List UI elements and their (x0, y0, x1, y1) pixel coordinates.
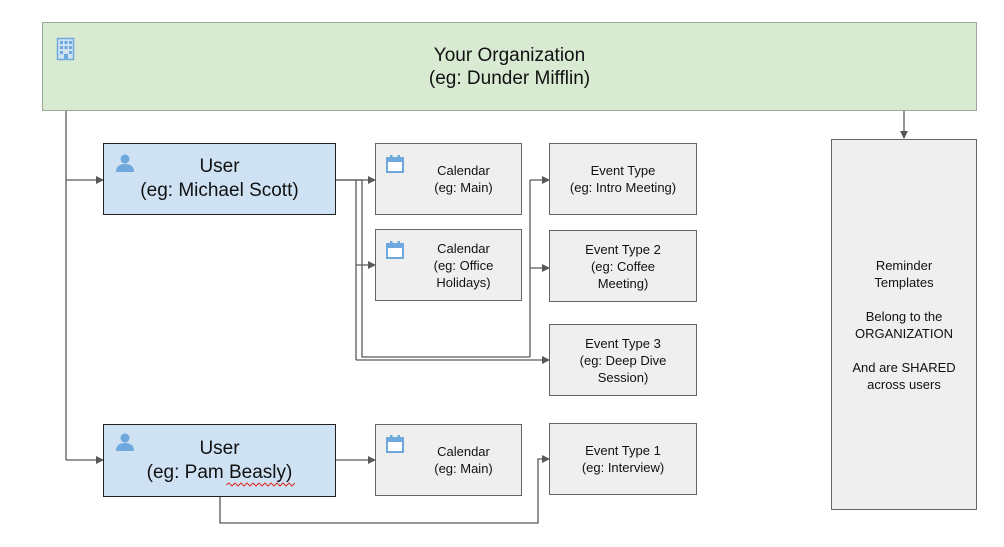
event-type-example: (eg: Intro Meeting) (569, 180, 677, 195)
organization-box: Your Organization (eg: Dunder Mifflin) (42, 22, 977, 111)
reminder-templates-box: Reminder Templates Belong to the ORGANIZ… (831, 139, 977, 510)
event-type-example: (eg: Interview) (581, 460, 665, 475)
event-type-example-line-2: Session) (597, 369, 649, 385)
calendar-example: (eg: Main) (434, 461, 493, 476)
calendar-icon (386, 435, 404, 453)
event-type-title: Event Type 3 (585, 335, 661, 351)
building-icon (56, 37, 75, 61)
event-type-example-line-1: (eg: Coffee (590, 258, 656, 274)
calendar-box-3: Calendar (eg: Main) (375, 424, 522, 496)
event-type-example-line-1: (eg: Deep Dive (579, 352, 667, 368)
event-type-title: Event Type 1 (585, 443, 661, 458)
event-type-title: Event Type 2 (585, 241, 661, 257)
user-title: User (199, 437, 240, 459)
person-icon (116, 154, 134, 172)
event-type-3-box: Event Type 3 (eg: Deep Dive Session) (549, 324, 697, 396)
event-type-1-box: Event Type 1 (eg: Interview) (549, 423, 697, 495)
connector-user2-to-event-type-1 (219, 455, 550, 524)
event-type-title: Event Type (590, 163, 656, 178)
organization-title: Your Organization (433, 44, 586, 66)
event-type-box: Event Type (eg: Intro Meeting) (549, 143, 697, 215)
calendar-icon (386, 241, 404, 259)
event-type-example-line-2: Meeting) (597, 275, 649, 291)
reminder-line-5: And are SHARED (852, 359, 956, 375)
organization-example: (eg: Dunder Mifflin) (428, 67, 591, 89)
user-box-1: User (eg: Michael Scott) (103, 143, 336, 215)
calendar-box-2: Calendar (eg: Office Holidays) (375, 229, 522, 301)
calendar-example-line-1: (eg: Office (433, 257, 494, 273)
user-box-2: User (eg: Pam Beasly) (103, 424, 336, 497)
calendar-example: (eg: Main) (434, 180, 493, 195)
event-type-2-box: Event Type 2 (eg: Coffee Meeting) (549, 230, 697, 302)
calendar-title: Calendar (437, 444, 490, 459)
user-title: User (199, 156, 240, 177)
calendar-title: Calendar (437, 240, 490, 256)
person-icon (116, 433, 134, 451)
user-example: (eg: Michael Scott) (140, 180, 299, 201)
spellcheck-underline (226, 482, 296, 487)
reminder-line-2: Templates (874, 274, 934, 290)
calendar-example-line-2: Holidays) (436, 274, 491, 290)
reminder-line-4: ORGANIZATION (855, 325, 953, 341)
reminder-line-6: across users (867, 376, 941, 392)
reminder-line-1: Reminder (875, 257, 933, 273)
calendar-icon (386, 155, 404, 173)
connector-user1-event-line (336, 179, 530, 358)
user-example: (eg: Pam Beasly) (146, 461, 293, 483)
calendar-title: Calendar (437, 163, 490, 178)
reminder-line-3: Belong to the (865, 308, 943, 324)
